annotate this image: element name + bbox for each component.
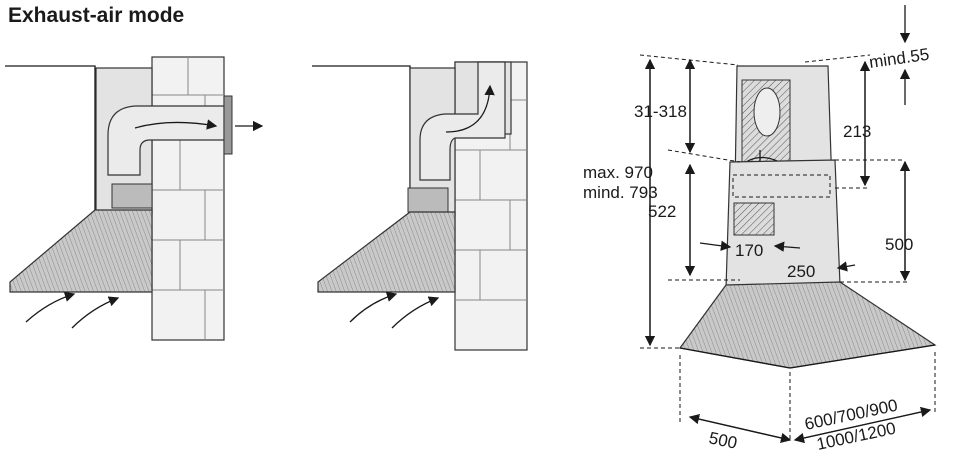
dim-arrow-170-right (773, 241, 801, 252)
duct-opening (753, 87, 781, 137)
ceiling-line (5, 65, 96, 212)
brick-wall (151, 56, 225, 341)
panel-horizontal-exhaust (5, 56, 264, 341)
label-500-depth: 500 (707, 428, 739, 452)
airflow-arrow-up (445, 84, 495, 133)
hood-canopy-2 (317, 211, 456, 293)
label-213: 213 (843, 122, 871, 141)
label-max970: max. 970 (583, 163, 653, 182)
dim-arrow-170-left (699, 240, 732, 251)
label-250: 250 (787, 262, 815, 281)
fan-motor (111, 183, 153, 209)
label-170: 170 (735, 241, 763, 260)
label-31-318: 31-318 (634, 102, 687, 121)
dim-arrow-250 (836, 261, 856, 272)
hood-canopy (9, 209, 153, 293)
wall-outlet-grille (223, 95, 233, 155)
diagram-title: Exhaust-air mode (8, 4, 185, 27)
overlap-zone (732, 174, 831, 198)
panel-vertical-exhaust (312, 61, 528, 351)
ceiling-line-2 (312, 65, 411, 215)
airflow-arrow-in-3 (349, 291, 398, 323)
airflow-arrow-in-2 (71, 296, 120, 329)
label-mind793: mind. 793 (583, 183, 658, 202)
label-500-vertical: 500 (885, 235, 913, 254)
label-522: 522 (648, 202, 676, 221)
panel-dimension-drawing: mind.55 31-318 213 max. 970 mind. 793 52… (583, 5, 937, 454)
fan-motor-2 (407, 187, 449, 213)
extension-lines-base (679, 352, 936, 440)
exhaust-duct-2 (419, 61, 506, 181)
vent-grille (733, 202, 775, 236)
airflow-arrow-duct (134, 119, 218, 130)
label-mind55: mind.55 (868, 45, 931, 72)
airflow-arrow-in-4 (391, 296, 440, 329)
airflow-arrow-in-1 (25, 291, 76, 323)
